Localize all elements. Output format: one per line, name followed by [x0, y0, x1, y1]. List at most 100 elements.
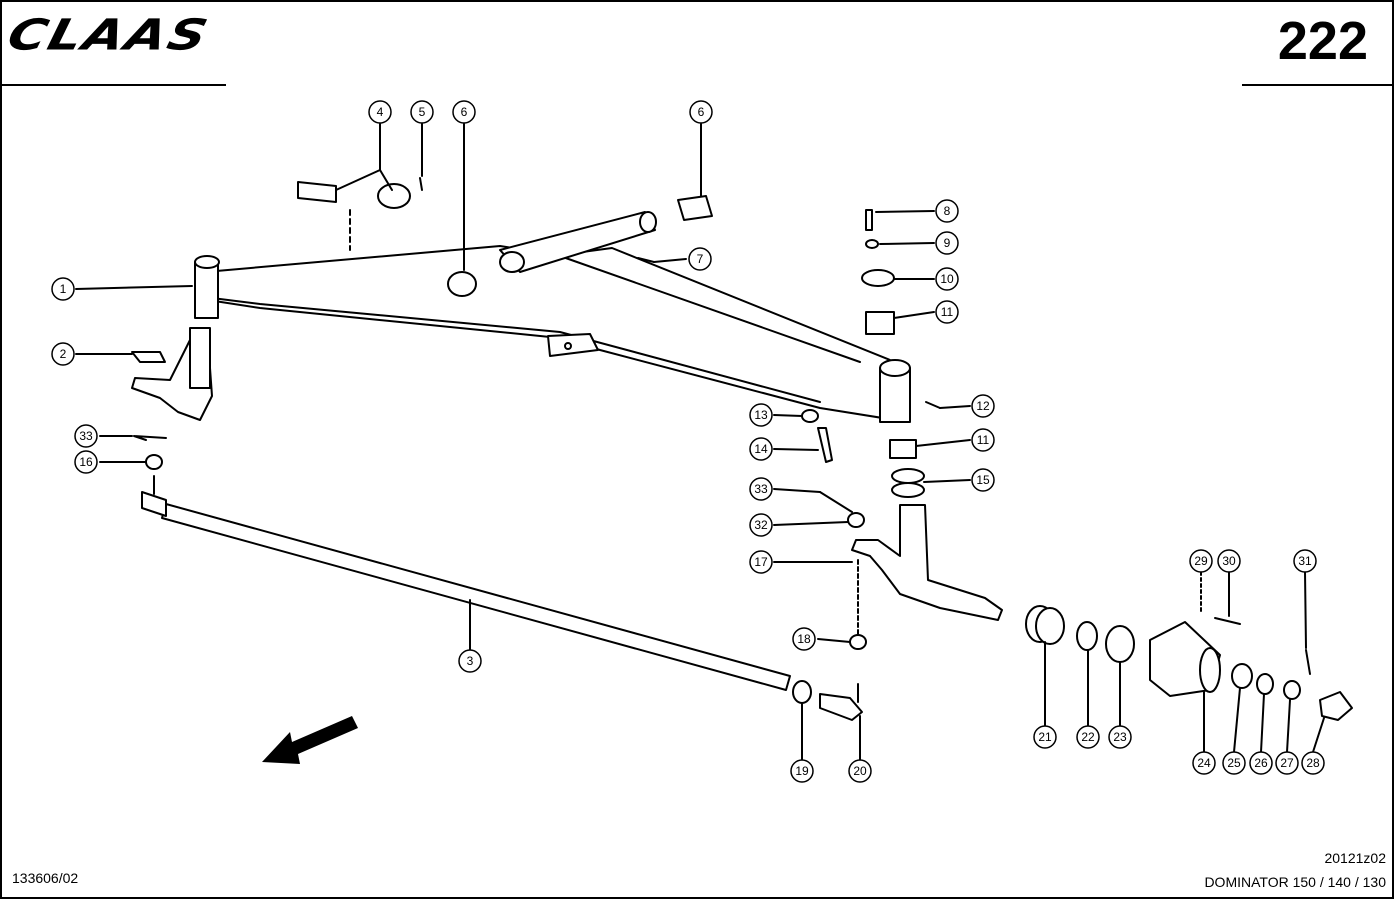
shim-15b — [891, 482, 925, 498]
right-knuckle — [851, 504, 1003, 621]
direction-arrow — [262, 716, 358, 764]
svg-text:16: 16 — [79, 455, 93, 469]
callout-33-left: 33 — [74, 424, 98, 448]
callout-12: 12 — [971, 394, 995, 418]
callout-28: 28 — [1301, 751, 1325, 775]
nut-32 — [847, 512, 865, 528]
svg-text:23: 23 — [1113, 730, 1127, 744]
callout-27: 27 — [1275, 751, 1299, 775]
svg-text:24: 24 — [1197, 756, 1211, 770]
svg-text:11: 11 — [977, 433, 990, 447]
callout-2: 2 — [51, 342, 75, 366]
callout-11-upper: 11 — [935, 300, 959, 324]
callout-26: 26 — [1249, 751, 1273, 775]
callout-31: 31 — [1293, 549, 1317, 573]
callout-25: 25 — [1222, 751, 1246, 775]
callout-1: 1 — [51, 277, 75, 301]
callout-18: 18 — [792, 627, 816, 651]
shim-15a — [891, 468, 925, 484]
bolt-30 — [1214, 617, 1241, 625]
svg-text:15: 15 — [976, 473, 990, 487]
tie-rod-end-left — [141, 491, 167, 517]
bracket-plate — [547, 333, 599, 357]
bushing-left — [447, 271, 477, 297]
svg-text:29: 29 — [1194, 554, 1208, 568]
doc-number: 133606/02 — [12, 870, 79, 886]
bearing-23 — [1105, 625, 1135, 663]
svg-text:9: 9 — [944, 236, 951, 250]
svg-text:8: 8 — [944, 204, 951, 218]
washer-26 — [1256, 673, 1274, 695]
right-beam-eye-top — [879, 359, 911, 377]
svg-text:11: 11 — [941, 305, 954, 319]
bushing-11-upper — [865, 311, 895, 335]
svg-text:13: 13 — [754, 408, 768, 422]
callout-21: 21 — [1033, 725, 1057, 749]
svg-text:3: 3 — [467, 654, 474, 668]
svg-text:32: 32 — [754, 518, 768, 532]
bolt-14 — [817, 427, 833, 463]
callout-33-right: 33 — [749, 477, 773, 501]
svg-text:4: 4 — [377, 105, 384, 119]
callout-10: 10 — [935, 267, 959, 291]
bearing-25 — [1231, 663, 1253, 689]
callout-13: 13 — [749, 403, 773, 427]
callout-14: 14 — [749, 437, 773, 461]
shim-plate — [297, 181, 337, 203]
callout-7: 7 — [688, 247, 712, 271]
washer-9 — [865, 239, 879, 249]
callout-29: 29 — [1189, 549, 1213, 573]
left-beam-eye-top — [194, 255, 220, 269]
svg-text:6: 6 — [698, 105, 705, 119]
svg-text:17: 17 — [754, 555, 768, 569]
nut-27 — [1283, 680, 1301, 700]
svg-text:27: 27 — [1280, 756, 1294, 770]
svg-text:28: 28 — [1306, 756, 1320, 770]
callout-20: 20 — [848, 759, 872, 783]
callout-22: 22 — [1076, 725, 1100, 749]
pivot-tube-end-right — [639, 211, 657, 233]
callout-9: 9 — [935, 231, 959, 255]
tie-rod-nut-right — [792, 680, 812, 704]
callout-5: 5 — [410, 100, 434, 124]
svg-text:10: 10 — [940, 272, 954, 286]
callout-19: 19 — [790, 759, 814, 783]
svg-text:26: 26 — [1254, 756, 1268, 770]
cotter-pin — [133, 435, 167, 441]
axle-beam-edge — [211, 297, 821, 403]
callout-32: 32 — [749, 513, 773, 537]
pin-31 — [1305, 649, 1311, 675]
callout-23: 23 — [1108, 725, 1132, 749]
axle-beam-ridge — [559, 255, 861, 363]
seal-22 — [1076, 621, 1098, 651]
callout-4: 4 — [368, 100, 392, 124]
svg-text:22: 22 — [1081, 730, 1095, 744]
svg-text:33: 33 — [754, 482, 768, 496]
figure-code: 20121z02 — [1324, 850, 1386, 866]
callout-15: 15 — [971, 468, 995, 492]
svg-text:2: 2 — [60, 347, 67, 361]
svg-text:1: 1 — [60, 282, 67, 296]
callout-3: 3 — [458, 649, 482, 673]
pivot-tube-end — [499, 251, 525, 273]
callout-6-left: 6 — [452, 100, 476, 124]
svg-text:7: 7 — [697, 252, 704, 266]
callout-24: 24 — [1192, 751, 1216, 775]
callout-11-lower: 11 — [971, 428, 995, 452]
bushing-right — [677, 195, 713, 221]
axle-beam — [204, 245, 906, 421]
bushing-11-lower — [889, 439, 917, 459]
callout-16: 16 — [74, 450, 98, 474]
tie-rod-end-right — [819, 693, 863, 721]
callouts: 1 2 3 4 5 6 6 7 8 9 10 11 11 12 13 14 15… — [51, 100, 1325, 783]
callout-30: 30 — [1217, 549, 1241, 573]
svg-text:18: 18 — [797, 632, 811, 646]
svg-text:25: 25 — [1227, 756, 1241, 770]
svg-text:30: 30 — [1222, 554, 1236, 568]
svg-text:33: 33 — [79, 429, 93, 443]
washer-13 — [801, 409, 819, 423]
left-beam-eye — [194, 261, 219, 319]
svg-text:31: 31 — [1298, 554, 1312, 568]
